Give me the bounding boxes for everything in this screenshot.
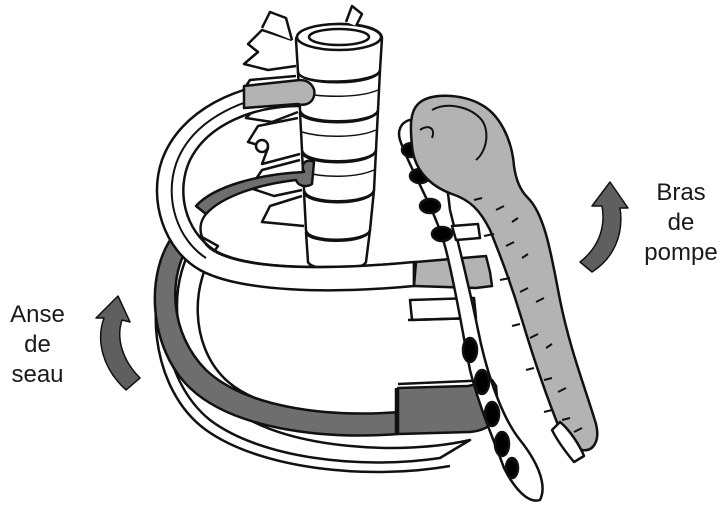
pump-handle-arrow [580,182,628,272]
bucket-handle-label-line-2: de [0,330,75,360]
bucket-handle-label-line-3: seau [0,360,75,390]
vertebral-column [238,6,382,270]
bucket-handle-arrow [96,296,140,390]
bucket-handle-label-line-1: Anse [0,300,75,330]
pump-handle-label-line-2: de [640,208,722,238]
bucket-handle-label: Anse de seau [0,300,75,390]
pump-handle-label-line-1: Bras [640,178,722,208]
pump-handle-label: Bras de pompe [640,178,722,268]
pump-handle-label-line-3: pompe [640,238,722,268]
